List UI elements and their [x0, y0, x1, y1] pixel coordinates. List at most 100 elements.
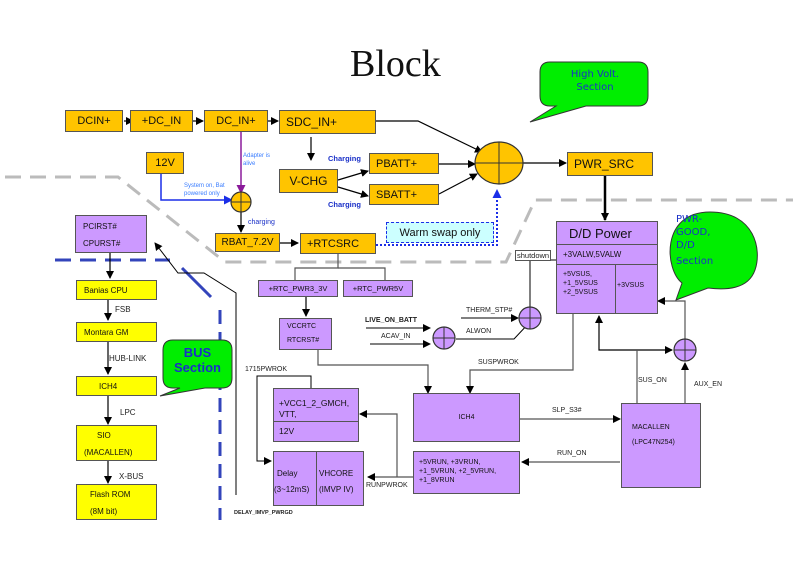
callout-pwr-good-text: PWR- GOOD, D/D Section	[676, 213, 736, 268]
block-vcc-gmch: +VCC1_2_GMCH, VTT, 12V	[273, 388, 359, 442]
block-pbatt: PBATT+	[369, 153, 439, 174]
annotation-system-on: System on, Bat powered only	[184, 182, 225, 198]
signal-1715pwrok: 1715PWROK	[245, 366, 288, 373]
summing-junction-acav	[432, 326, 456, 350]
bus-label-x-bus: X-BUS	[119, 472, 144, 481]
block-reset: PCIRST# CPURST#	[75, 215, 147, 253]
block-label: (LPC47N254)	[632, 439, 675, 446]
callout-line: GOOD,	[676, 227, 711, 238]
block-sio: SIO (MACALLEN)	[76, 425, 157, 461]
rail-label: +1_5VRUN, +2_5VRUN,	[419, 468, 497, 475]
callout-line: PWR-	[676, 214, 703, 225]
annotation-adapter-alive: Adapter is alive	[243, 152, 270, 168]
block-label: VHCORE	[319, 469, 354, 478]
rail-label: +5VRUN, +3VRUN,	[419, 459, 481, 466]
dd-power-alw: +3VALW,5VALW	[563, 250, 622, 259]
annotation-line: alive	[243, 161, 256, 167]
block-label: ICH4	[458, 414, 475, 421]
block-label: +RTCSRC	[307, 237, 360, 250]
dd-power-sus-left: +5VSUS, +1_5VSUS +2_5VSUS	[563, 270, 598, 297]
summing-junction-rbat	[230, 191, 252, 213]
rail-label: VTT,	[279, 409, 297, 419]
rail-label: +2_5VSUS	[563, 289, 598, 296]
signal-slp-s3: SLP_S3#	[552, 407, 582, 414]
callout-pwr-good	[669, 211, 758, 301]
block-label: Montara GM	[84, 327, 129, 337]
block-label: (8M bit)	[90, 507, 118, 516]
summing-junction-aux	[673, 338, 697, 362]
block-delay-vhcore: Delay (3~12mS) VHCORE (IMVP IV)	[273, 451, 364, 506]
block-label: RBAT_7.2V	[221, 237, 274, 248]
block-dc-in-plus: DC_IN+	[204, 110, 268, 132]
block-flash-rom: Flash ROM (8M bit)	[76, 484, 157, 520]
block-label: +RTC_PWR5V	[352, 284, 404, 293]
signal-therm-stp: THERM_STP#	[466, 307, 513, 314]
block-plus-dc-in: +DC_IN	[130, 110, 193, 132]
block-label: (3~12mS)	[274, 485, 310, 494]
signal-delay-imvp-pwrgd: DELAY_IMVP_PWRGD	[234, 510, 293, 516]
annotation-line: powered only	[184, 191, 220, 197]
signal-sus-on: SUS_ON	[638, 377, 667, 384]
block-ich4-bus: ICH4	[76, 376, 157, 396]
signal-suspwrok: SUSPWROK	[478, 359, 519, 366]
block-label: (MACALLEN)	[84, 448, 133, 457]
callout-high-volt-text: High Volt. Section	[545, 68, 645, 94]
divider	[615, 264, 616, 313]
block-label: MACALLEN	[632, 424, 670, 431]
block-banias-cpu: Banias CPU	[76, 280, 157, 300]
block-label: +RTC_PWR3_3V	[268, 284, 328, 293]
callout-bus-text: BUS Section	[165, 345, 230, 375]
block-label: SBATT+	[376, 188, 418, 201]
rail-label: +VCC1_2_GMCH,	[279, 398, 350, 408]
rail-label: +1_8VRUN	[419, 477, 455, 484]
block-rtc-pwr5: +RTC_PWR5V	[343, 280, 413, 297]
warm-swap-note: Warm swap only	[386, 222, 494, 243]
block-label: Banias CPU	[84, 285, 128, 295]
dd-power-sus-right: +3VSUS	[617, 282, 645, 289]
block-run-rails: +5VRUN, +3VRUN, +1_5VRUN, +2_5VRUN, +1_8…	[413, 451, 520, 494]
dd-power-title: D/D Power	[569, 226, 632, 241]
block-dd-power: D/D Power +3VALW,5VALW +5VSUS, +1_5VSUS …	[556, 221, 658, 314]
block-label: VCCRTC	[287, 323, 317, 330]
callout-line: BUS	[183, 345, 212, 360]
block-sdc-in-plus: SDC_IN+	[279, 110, 376, 134]
signal-run-on: RUN_ON	[557, 450, 587, 457]
block-label: PWR_SRC	[574, 157, 635, 171]
signal-live-on-batt: LIVE_ON_BATT	[365, 317, 417, 324]
annotation-line: System on, Bat	[184, 183, 225, 189]
divider	[557, 264, 657, 265]
rail-label: +1_5VSUS	[563, 280, 598, 287]
bus-label-lpc: LPC	[120, 408, 136, 417]
block-label: +DC_IN	[141, 115, 182, 127]
block-label: RTCRST#	[287, 337, 320, 344]
block-rtc-pwr3: +RTC_PWR3_3V	[258, 280, 338, 297]
note-label: Warm swap only	[399, 226, 481, 239]
block-label: DC_IN+	[216, 115, 256, 127]
callout-line: Section	[174, 360, 221, 375]
block-label: DCIN+	[77, 115, 111, 127]
page-title: Block	[350, 43, 441, 85]
annotation-charging-sbatt: Charging	[328, 200, 361, 209]
callout-high-volt	[529, 61, 649, 123]
summing-junction-main	[474, 141, 524, 185]
block-ich4: ICH4	[413, 393, 520, 442]
section-divider-gray	[5, 175, 793, 264]
block-macallen: MACALLEN (LPC47N254)	[621, 403, 701, 488]
callout-bus	[159, 339, 233, 397]
block-label: (IMVP IV)	[319, 485, 354, 494]
block-dcin-plus: DCIN+	[65, 110, 123, 132]
reset-cpu-label: CPURST#	[83, 239, 121, 248]
block-label: SDC_IN+	[286, 115, 338, 129]
section-divider-bus-diag	[180, 266, 213, 299]
annotation-charging-pbatt: Charging	[328, 154, 361, 163]
block-label: SIO	[97, 431, 111, 440]
block-v-chg: V-CHG	[279, 169, 338, 193]
signal-alwon: ALWON	[466, 328, 492, 335]
block-pwr-src: PWR_SRC	[567, 152, 653, 176]
callout-line: Section	[576, 82, 614, 93]
block-label: V-CHG	[289, 174, 328, 188]
block-12v: 12V	[146, 152, 184, 174]
divider	[557, 244, 657, 245]
rail-label: +5VSUS,	[563, 271, 592, 278]
summing-junction-therm	[518, 306, 542, 330]
